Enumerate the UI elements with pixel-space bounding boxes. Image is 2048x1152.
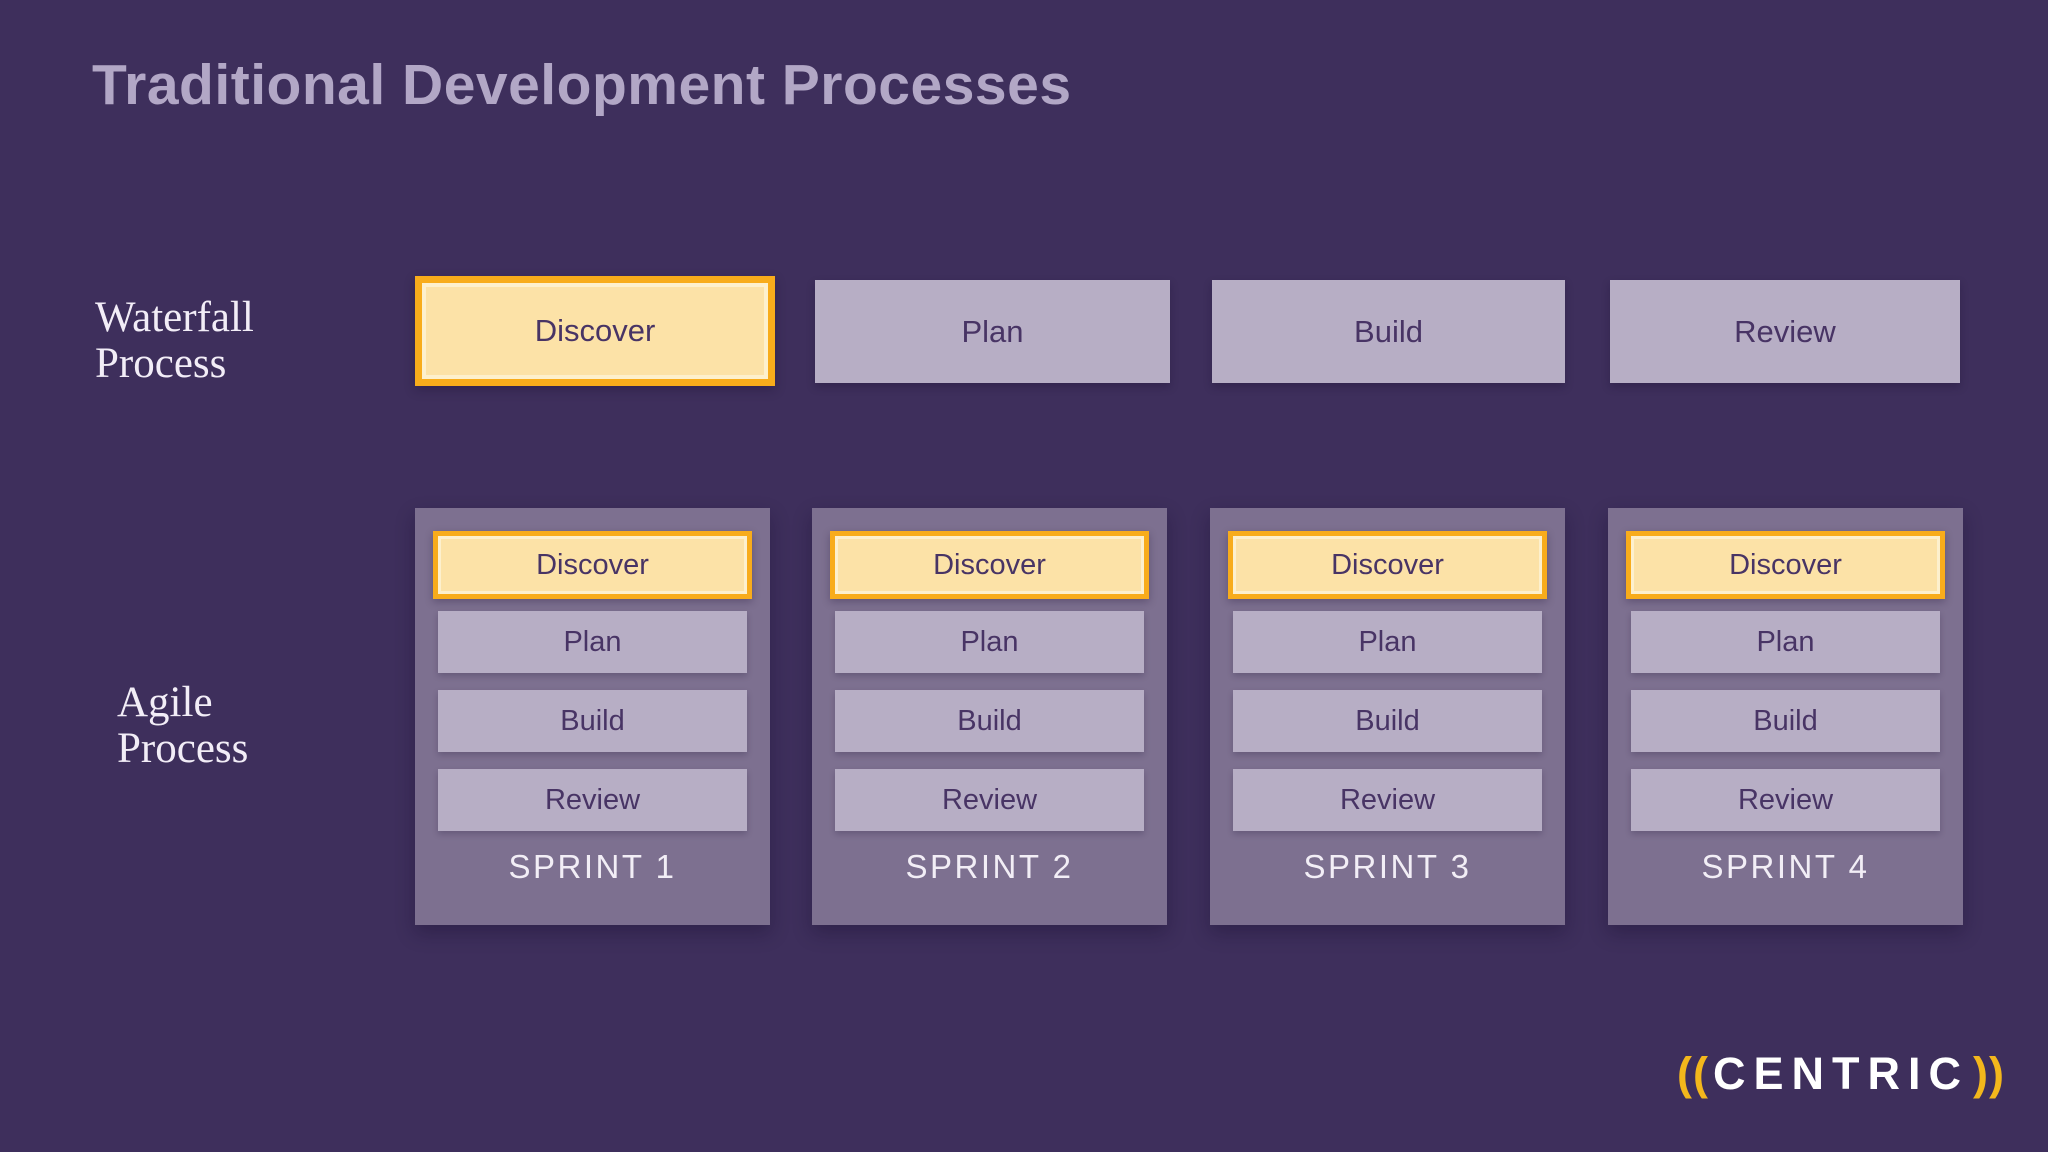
sprint3-stage-build: Build <box>1233 690 1542 752</box>
sprint3-stage-plan: Plan <box>1233 611 1542 673</box>
sprint3-stage-discover: Discover <box>1228 531 1547 599</box>
sprint2-name: SPRINT 2 <box>905 848 1074 885</box>
waterfall-stage-build: Build <box>1212 280 1565 383</box>
sprint2-stage-build: Build <box>835 690 1144 752</box>
sprint-card-1: Discover Plan Build Review SPRINT 1 <box>415 508 770 925</box>
logo-close-parens-icon: )) <box>1973 1048 2005 1099</box>
sprint4-stage-review: Review <box>1631 769 1940 831</box>
agile-label-line1: Agile <box>117 679 213 726</box>
sprint2-stage-discover: Discover <box>830 531 1149 599</box>
sprint4-stage-discover: Discover <box>1626 531 1945 599</box>
sprint1-name: SPRINT 1 <box>508 848 677 885</box>
sprint2-stage-plan: Plan <box>835 611 1144 673</box>
sprint-card-4: Discover Plan Build Review SPRINT 4 <box>1608 508 1963 925</box>
waterfall-stage-discover: Discover <box>415 276 775 386</box>
sprint1-stage-plan: Plan <box>438 611 747 673</box>
sprint-card-3: Discover Plan Build Review SPRINT 3 <box>1210 508 1565 925</box>
centric-logo: ((CENTRIC)) <box>1677 1048 2005 1100</box>
sprint4-name: SPRINT 4 <box>1701 848 1870 885</box>
agile-label-line2: Process <box>117 725 249 773</box>
waterfall-stage-review: Review <box>1610 280 1960 383</box>
page-title: Traditional Development Processes <box>92 53 1072 117</box>
logo-open-parens-icon: (( <box>1677 1048 1710 1099</box>
waterfall-label-line2: Process <box>95 340 227 388</box>
sprint1-stage-review: Review <box>438 769 747 831</box>
logo-word: CENTRIC <box>1713 1048 1970 1099</box>
sprint1-stage-build: Build <box>438 690 747 752</box>
sprint-card-2: Discover Plan Build Review SPRINT 2 <box>812 508 1167 925</box>
sprint1-stage-discover: Discover <box>433 531 752 599</box>
sprint2-stage-review: Review <box>835 769 1144 831</box>
waterfall-stage-plan: Plan <box>815 280 1170 383</box>
sprint3-stage-review: Review <box>1233 769 1542 831</box>
waterfall-process-label: Waterfall Process <box>95 294 254 388</box>
agile-process-label: Agile Process <box>117 679 249 773</box>
sprint4-stage-plan: Plan <box>1631 611 1940 673</box>
sprint3-name: SPRINT 3 <box>1303 848 1472 885</box>
sprint4-stage-build: Build <box>1631 690 1940 752</box>
waterfall-label-line1: Waterfall <box>95 294 254 341</box>
